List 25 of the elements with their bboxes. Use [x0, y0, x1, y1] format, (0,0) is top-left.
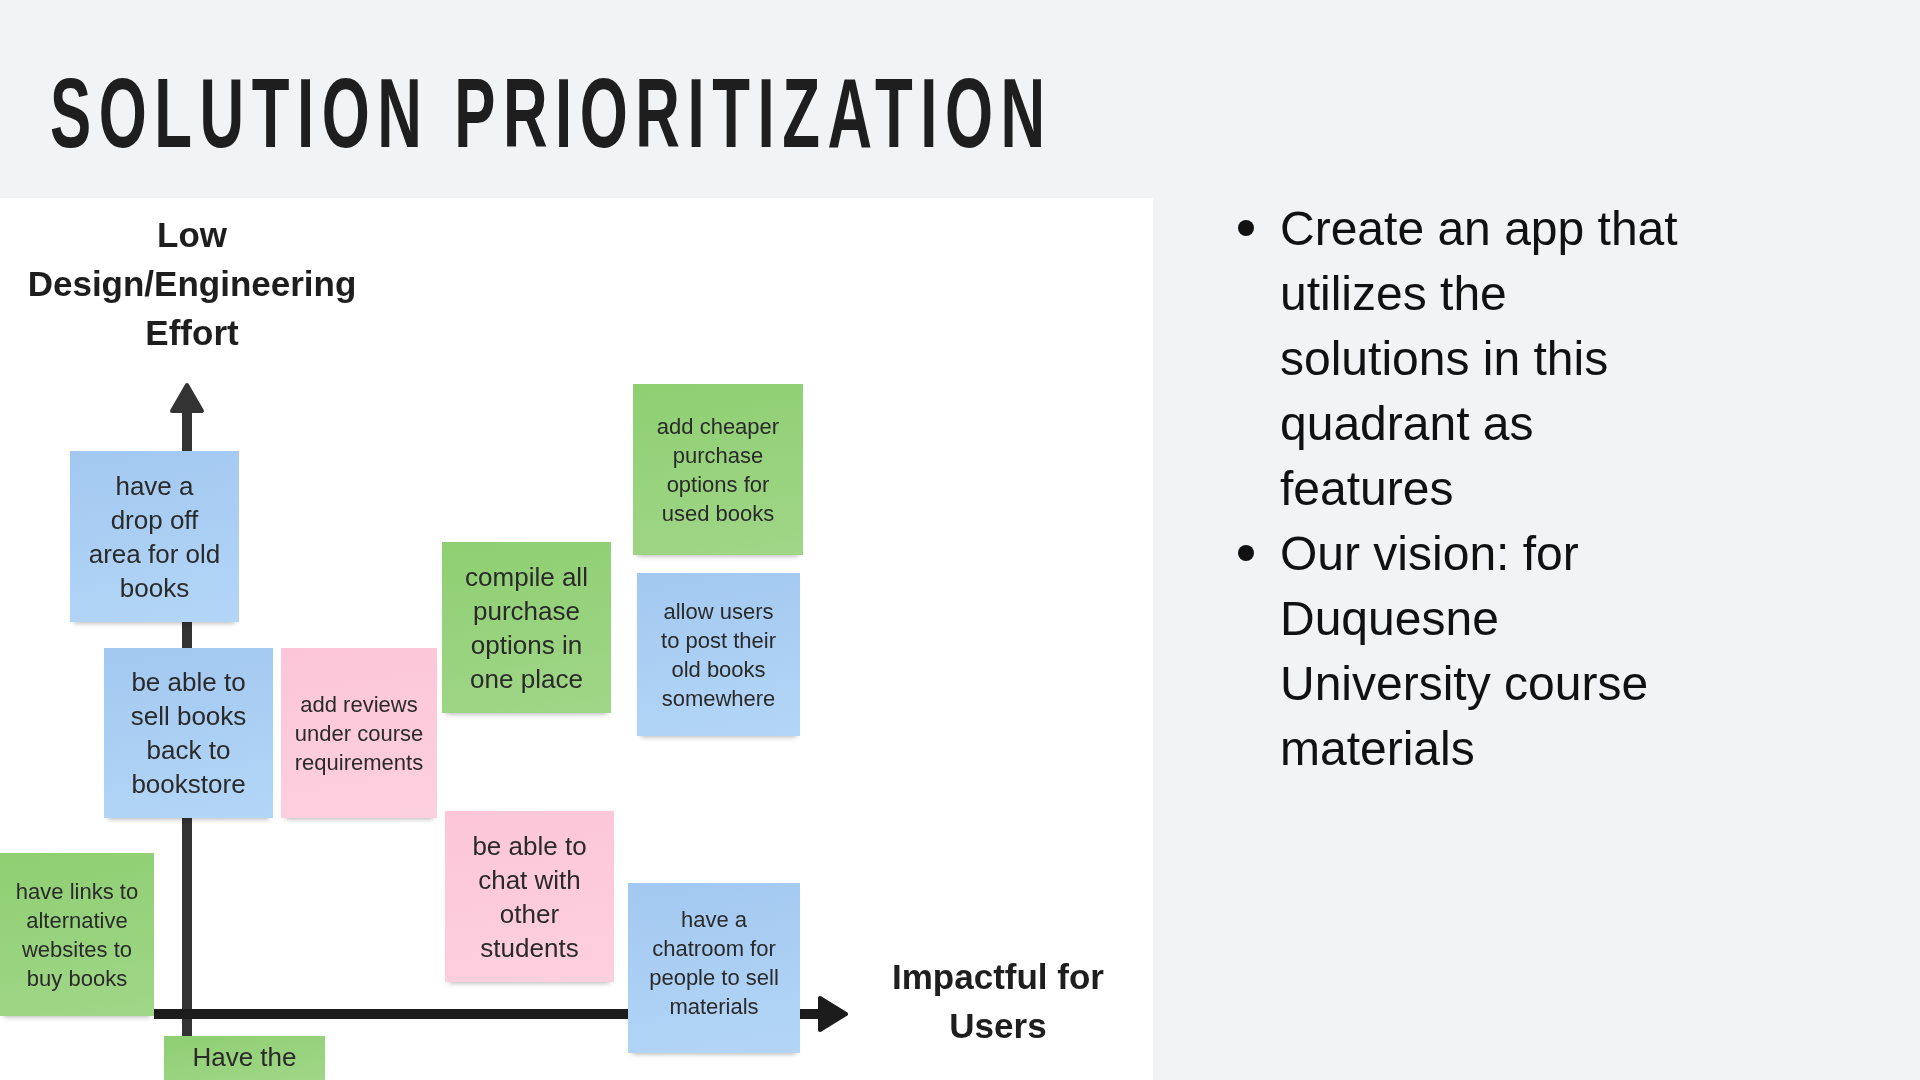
note-text: add cheaper purchase options for used books — [655, 412, 781, 528]
note-text: allow users to post their old books somewhere — [660, 597, 777, 713]
sticky-note — [70, 451, 239, 622]
note-text: compile all purchase options in one place — [464, 560, 589, 696]
note-text: be able to chat with other students — [471, 829, 588, 965]
slide-title: SOLUTION PRIORITIZATION — [50, 64, 1053, 162]
note-text: have links to alternative websites to buy books — [14, 877, 140, 993]
sticky-note — [637, 573, 800, 736]
sticky-note — [281, 648, 437, 818]
sticky-note — [0, 853, 154, 1016]
sticky-note — [633, 384, 803, 555]
note-text: Have the — [192, 1041, 297, 1074]
axis-label: Low Design/Engineering Effort — [26, 214, 358, 354]
sticky-note — [445, 811, 614, 982]
sticky-note — [628, 883, 800, 1053]
sticky-note — [164, 1036, 325, 1080]
bullet-text: Our vision: for Duquesne University course materials — [1280, 526, 1650, 777]
note-text: be able to sell books back to bookstore — [129, 666, 248, 801]
note-text: have a drop off area for old books — [88, 469, 221, 605]
sticky-note — [442, 542, 611, 713]
note-text: have a chatroom for people to sell materials — [648, 906, 780, 1021]
sticky-note — [104, 648, 273, 818]
axis-label: Impactful for Users — [891, 956, 1105, 1047]
bullet-text: Create an app that utilizes the solutions in this quadrant as features — [1280, 201, 1679, 517]
note-text: add reviews under course requirements — [293, 690, 425, 777]
